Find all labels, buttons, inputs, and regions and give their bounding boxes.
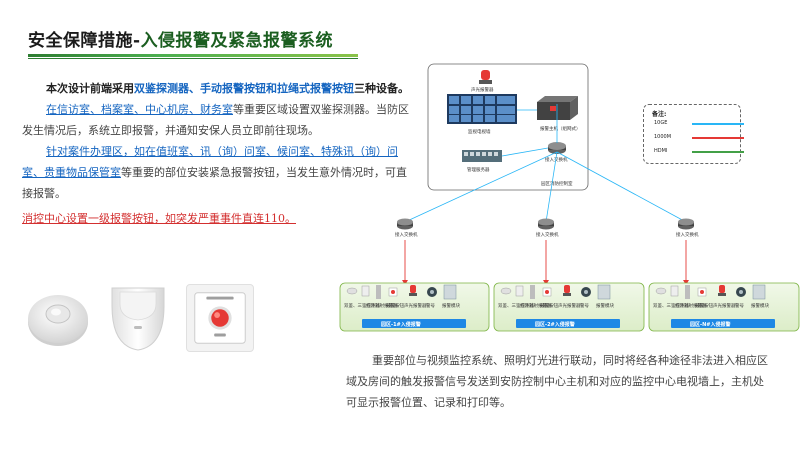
- access-switch-1-label: 接入交换机: [395, 231, 418, 238]
- intro-para-4: 消控中心设置一级报警按钮，如突发严重事件直连110。: [22, 208, 414, 229]
- zone-1-device-labels: 双鉴、三鉴探测器 红外对射报警器 报警按钮 声光报警器 警号 报警模块: [344, 302, 460, 309]
- host-label: 报警主机（组网式）: [540, 125, 581, 132]
- backbone-links: [404, 104, 687, 223]
- svg-text:报警模块: 报警模块: [751, 302, 769, 309]
- ceiling-detector-image: [28, 295, 88, 346]
- p2-areas: 在信访室、档案室、中心机房、财务室: [46, 103, 233, 116]
- emergency-button-image: [186, 284, 254, 352]
- title-highlight: 入侵报警及紧急报警系统: [140, 31, 334, 51]
- svg-text:红外对射报警器: 红外对射报警器: [520, 302, 552, 309]
- legend-title: 备注:: [652, 111, 667, 118]
- title-underline-thin: [28, 58, 358, 59]
- strobe-alarm-icon: [479, 70, 492, 84]
- strobe-label: 声光报警器: [471, 86, 494, 93]
- core-switch-icon: [548, 142, 566, 154]
- zone-2-label: 园区-2#入侵报警: [535, 321, 575, 328]
- p2-tail: 等重要区域设置双鉴探测器。当防区发生情况后，系统立即报警，并通知安保人员立即前往…: [22, 103, 409, 137]
- zone-1-label: 园区-1#入侵报警: [381, 321, 421, 328]
- svg-text:双鉴、三鉴探测器: 双鉴、三鉴探测器: [498, 302, 534, 309]
- title-prefix: 安全保障措施-: [28, 31, 141, 51]
- intro-para-3: 针对案件办理区，如在值班室、讯（询）问室、候问室、特殊讯（询）问室、贵重物品保管…: [22, 141, 414, 204]
- diagram-legend: 备注: 10GE 1000M HDMI: [643, 104, 744, 164]
- core-switch-label: 接入交换机: [545, 156, 568, 163]
- access-switch-2-icon: [538, 218, 554, 230]
- svg-text:警号: 警号: [426, 302, 435, 309]
- svg-text:警号: 警号: [735, 302, 744, 309]
- p3-areas: 针对案件办理区，如在值班室、讯（询）问室、候问室、特殊讯（询）问室、贵重物品保管…: [22, 145, 398, 179]
- p1-devices: 双鉴探测器、手动报警按钮和拉绳式报警按钮: [134, 82, 354, 95]
- management-server-icon: [462, 150, 502, 162]
- svg-text:声光报警器: 声光报警器: [558, 302, 581, 309]
- legend-row-1000m: 1000M: [654, 134, 744, 142]
- svg-text:警号: 警号: [580, 302, 589, 309]
- title-underline: [28, 54, 358, 57]
- legend-line-hdmi: [692, 151, 744, 153]
- zone-1-devices: [346, 284, 457, 300]
- legend-line-10ge: [692, 123, 744, 125]
- legend-line-1000m: [692, 137, 744, 139]
- access-switch-n-label: 接入交换机: [676, 231, 699, 238]
- svg-text:报警模块: 报警模块: [442, 302, 460, 309]
- p1-lead: 本次设计前端采用: [46, 82, 134, 95]
- zone-n-device-labels: 双鉴、三鉴探测器 红外对射报警器 报警按钮 声光报警器 警号 报警模块: [653, 302, 769, 309]
- access-switch-n-icon: [678, 218, 694, 230]
- video-wall-label: 监视电视墙: [468, 128, 491, 135]
- svg-text:红外对射报警器: 红外对射报警器: [366, 302, 398, 309]
- svg-text:报警按钮: 报警按钮: [695, 302, 713, 309]
- legend-row-hdmi: HDMI: [654, 148, 744, 156]
- p4-alert: 消控中心设置一级报警按钮，如突发严重事件直连110。: [22, 212, 296, 225]
- svg-text:报警按钮: 报警按钮: [540, 302, 558, 309]
- intro-para-1: 本次设计前端采用双鉴探测器、手动报警按钮和拉绳式报警按钮三种设备。: [22, 78, 414, 99]
- control-room-label: 园区消防控制室: [541, 180, 573, 187]
- access-switch-2-label: 接入交换机: [536, 231, 559, 238]
- p3-tail: 等重要的部位安装紧急报警按钮，当发生意外情况时，可直接报警。: [22, 166, 407, 200]
- p1-tail: 三种设备。: [354, 82, 409, 95]
- zone-2-devices: [500, 284, 611, 300]
- access-switch-1-icon: [397, 218, 413, 230]
- intro-para-2: 在信访室、档案室、中心机房、财务室等重要区域设置双鉴探测器。当防区发生情况后，系…: [22, 99, 414, 141]
- svg-text:双鉴、三鉴探测器: 双鉴、三鉴探测器: [653, 302, 689, 309]
- svg-text:声光报警器: 声光报警器: [404, 302, 427, 309]
- zone-n-label: 园区-N#入侵报警: [690, 321, 730, 328]
- video-wall-icon: [447, 94, 517, 124]
- linkage-description: 重要部位与视频监控系统、照明灯光进行联动，同时将经各种途径非法进入相应区域及房间…: [346, 354, 768, 409]
- svg-text:双鉴、三鉴探测器: 双鉴、三鉴探测器: [344, 302, 380, 309]
- slide-title: 安全保障措施-入侵报警及紧急报警系统: [28, 26, 358, 59]
- zone-links: [404, 240, 687, 282]
- zone-n-devices: [655, 284, 766, 300]
- svg-text:报警模块: 报警模块: [596, 302, 614, 309]
- workstation-label: 管理服务器: [467, 166, 490, 173]
- svg-text:声光报警器: 声光报警器: [713, 302, 736, 309]
- alarm-host-icon: [537, 96, 578, 120]
- svg-text:红外对射报警器: 红外对射报警器: [675, 302, 707, 309]
- svg-text:报警按钮: 报警按钮: [386, 302, 404, 309]
- legend-row-10ge: 10GE: [654, 120, 744, 128]
- wall-detector-image: [111, 287, 165, 351]
- intro-text: 本次设计前端采用双鉴探测器、手动报警按钮和拉绳式报警按钮三种设备。 在信访室、档…: [22, 78, 414, 229]
- zone-2-device-labels: 双鉴、三鉴探测器 红外对射报警器 报警按钮 声光报警器 警号 报警模块: [498, 302, 614, 309]
